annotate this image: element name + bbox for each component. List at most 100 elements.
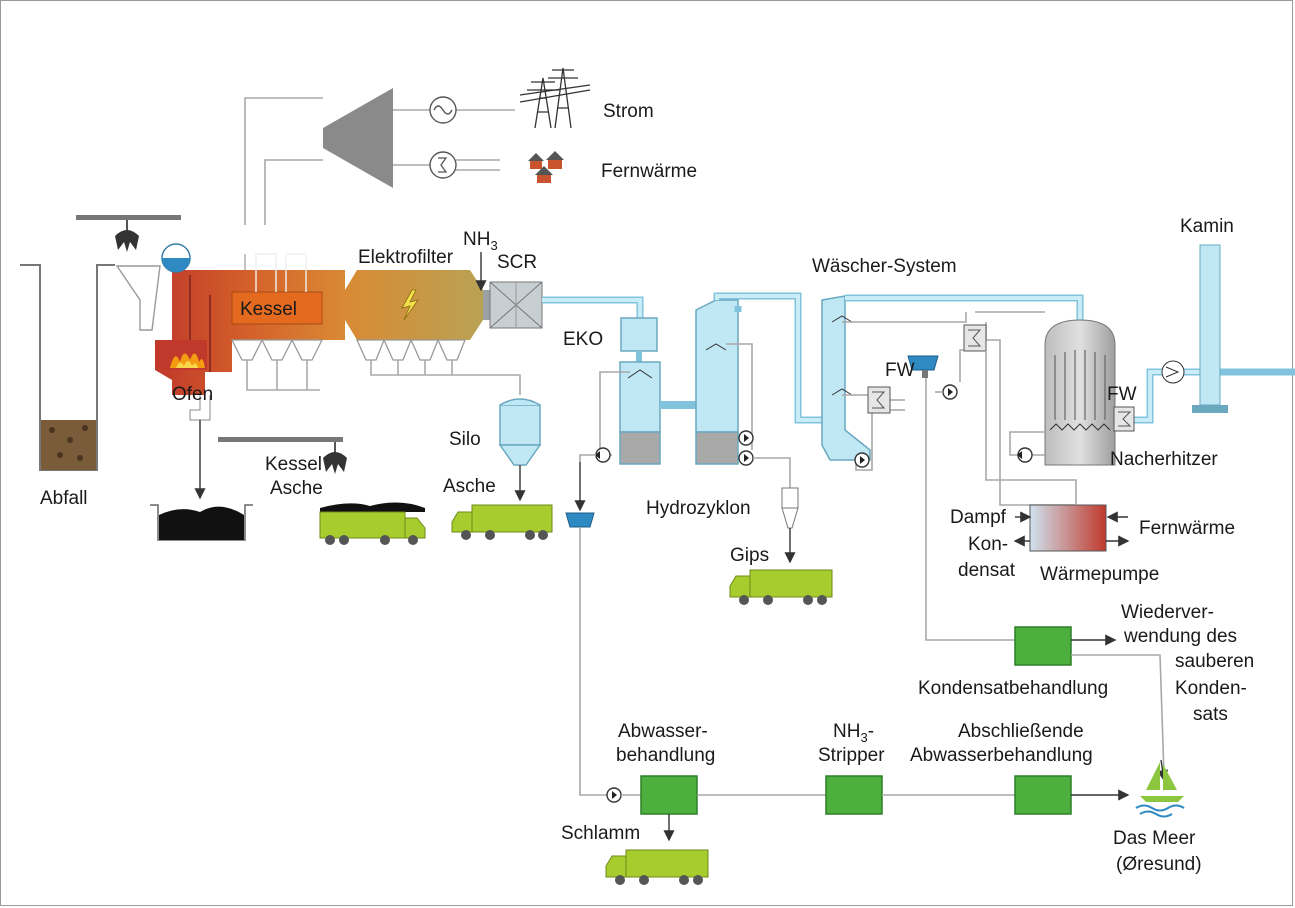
nh3-label: NH3 bbox=[463, 229, 498, 253]
sailboat-sea-icon bbox=[1135, 762, 1185, 818]
kessel-asche-label-1: Kessel bbox=[265, 454, 322, 475]
nacherhitzer-reheater bbox=[1113, 406, 1135, 432]
waescher-system-label: Wäscher-System bbox=[812, 256, 957, 277]
power-pylon-icon bbox=[519, 67, 591, 129]
bottom-ash-chute bbox=[189, 395, 211, 421]
wiederverwendung-3: sauberen bbox=[1175, 651, 1254, 672]
generator-icon bbox=[429, 96, 457, 124]
pump-7 bbox=[606, 787, 622, 803]
scr-transition bbox=[483, 290, 490, 320]
gypsum-line bbox=[753, 457, 791, 488]
id-fan bbox=[1161, 360, 1185, 384]
electrostatic-precipitator bbox=[345, 270, 483, 340]
pump-1 bbox=[595, 447, 611, 463]
heat-exchanger-1 bbox=[867, 386, 891, 414]
strom-label: Strom bbox=[603, 101, 654, 122]
kondensatbehandlung-label: Kondensatbehandlung bbox=[918, 678, 1108, 699]
scr-reactor bbox=[489, 281, 543, 329]
crane-grab-icon bbox=[76, 215, 181, 252]
truck-gips bbox=[729, 569, 833, 605]
heatpump-line bbox=[985, 352, 1077, 505]
so2-scrubber bbox=[821, 295, 871, 461]
abschl-label-1: Abschließende bbox=[958, 721, 1084, 742]
steam-drum bbox=[161, 243, 191, 273]
pump-6 bbox=[1017, 447, 1033, 463]
ep-hoppers bbox=[355, 339, 466, 361]
waste-bunker bbox=[20, 264, 115, 471]
waermepumpe-label: Wärmepumpe bbox=[1040, 564, 1159, 585]
wastewater-line bbox=[579, 527, 607, 796]
truck-kessel-asche bbox=[319, 502, 426, 545]
abwasserbehandlung-box bbox=[640, 775, 698, 815]
pump-4 bbox=[854, 452, 870, 468]
stripper-label-1: NH3- bbox=[833, 721, 874, 745]
boiler-hoppers bbox=[230, 339, 324, 361]
truck-asche bbox=[451, 504, 553, 540]
ep-ash-lines bbox=[370, 360, 521, 395]
wiederverwendung-2: wendung des bbox=[1123, 626, 1237, 647]
kondensatbehandlung-box bbox=[1014, 626, 1072, 666]
asche-label: Asche bbox=[443, 476, 496, 497]
nh3-stripper-box bbox=[825, 775, 883, 815]
crane-grab-icon-2 bbox=[218, 437, 347, 474]
meer-label-2: (Øresund) bbox=[1116, 854, 1202, 875]
stripper-label-2: Stripper bbox=[818, 745, 885, 766]
condensing-tower bbox=[1044, 319, 1116, 466]
eko-economizer bbox=[620, 317, 658, 352]
condensate-to-sea bbox=[1071, 654, 1165, 776]
quench-scrubber bbox=[619, 361, 661, 465]
nacherhitzer-label: Nacherhitzer bbox=[1110, 449, 1218, 470]
steam-turbine bbox=[323, 88, 393, 188]
steam-lines bbox=[244, 97, 515, 225]
flue-gas-duct bbox=[542, 296, 644, 318]
flue-duct-top bbox=[734, 294, 1084, 322]
fernwaerme-right-label: Fernwärme bbox=[1139, 518, 1235, 539]
wiederverwendung-4: Konden- bbox=[1175, 678, 1247, 699]
silo-label: Silo bbox=[449, 429, 481, 450]
pump-5 bbox=[942, 384, 958, 400]
ash-silo bbox=[498, 398, 542, 466]
scr-label: SCR bbox=[497, 252, 537, 273]
abwasser-label-2: behandlung bbox=[616, 745, 715, 766]
abfall-label: Abfall bbox=[40, 488, 88, 509]
kamin-label: Kamin bbox=[1180, 216, 1234, 237]
condensate-tank bbox=[907, 355, 939, 378]
fw-label-1: FW bbox=[885, 360, 915, 381]
wastewater-tank bbox=[565, 512, 595, 528]
hcl-scrubber bbox=[695, 299, 753, 465]
kondensat-label-2: densat bbox=[958, 560, 1016, 581]
boiler-ash-lines bbox=[246, 360, 320, 391]
hydrozyklon-label: Hydrozyklon bbox=[646, 498, 751, 519]
kessel-label: Kessel bbox=[240, 299, 297, 320]
furnace-boiler bbox=[155, 253, 345, 395]
pump-3 bbox=[738, 450, 754, 466]
bottom-ash-pile bbox=[150, 504, 253, 541]
eko-label: EKO bbox=[563, 329, 603, 350]
elektrofilter-label: Elektrofilter bbox=[358, 247, 454, 268]
kessel-asche-label-2: Asche bbox=[270, 478, 323, 499]
feed-hopper bbox=[115, 265, 161, 331]
pump-2 bbox=[738, 430, 754, 446]
fernwaerme-top-label: Fernwärme bbox=[601, 161, 697, 182]
heat-exchanger-2 bbox=[963, 324, 987, 352]
kondensat-label-1: Kon- bbox=[968, 534, 1008, 555]
abwasser-label-1: Abwasser- bbox=[618, 721, 708, 742]
flue-duct-upper bbox=[713, 292, 822, 424]
waermepumpe-heat-pump bbox=[1029, 504, 1107, 552]
truck-schlamm bbox=[605, 849, 709, 885]
schlamm-label: Schlamm bbox=[561, 823, 640, 844]
meer-label-1: Das Meer bbox=[1113, 828, 1196, 849]
wiederverwendung-1: Wiederver- bbox=[1121, 602, 1214, 623]
fw-label-2: FW bbox=[1107, 384, 1137, 405]
wiederverwendung-5: sats bbox=[1193, 704, 1228, 725]
abschl-label-2: Abwasserbehandlung bbox=[910, 745, 1093, 766]
hydrocyclone bbox=[781, 487, 799, 529]
dampf-label: Dampf bbox=[950, 507, 1007, 528]
heat-exchanger-icon bbox=[429, 151, 457, 179]
ofen-label: Ofen bbox=[172, 384, 213, 405]
houses-icon bbox=[528, 151, 564, 183]
gips-label: Gips bbox=[730, 545, 769, 566]
scrubber-bleed bbox=[579, 454, 596, 462]
